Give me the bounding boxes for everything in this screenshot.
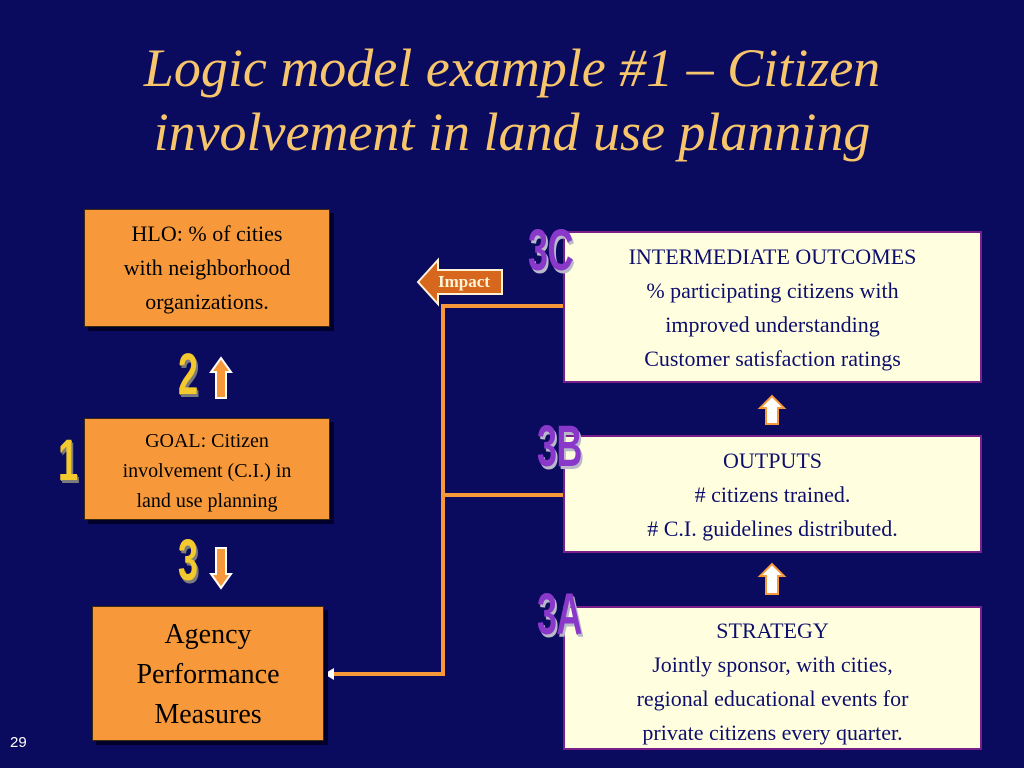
agency-box: Agency Performance Measures bbox=[92, 606, 324, 741]
intermediate-line: improved understanding bbox=[665, 312, 880, 337]
step-label-1: 1 bbox=[58, 428, 78, 493]
arrow-up-outputs-to-intermediate bbox=[757, 394, 787, 425]
arrow-up-strategy-to-outputs bbox=[757, 562, 787, 595]
page-number: 29 bbox=[10, 734, 27, 751]
strategy-box: STRATEGY Jointly sponsor, with cities, r… bbox=[563, 606, 982, 750]
strategy-line: private citizens every quarter. bbox=[642, 720, 903, 745]
agency-line: Measures bbox=[154, 699, 262, 730]
step-label-3a: 3A bbox=[537, 582, 582, 647]
goal-line: GOAL: Citizen bbox=[145, 430, 269, 452]
intermediate-line: Customer satisfaction ratings bbox=[644, 346, 901, 371]
strategy-line: regional educational events for bbox=[636, 686, 909, 711]
goal-line: involvement (C.I.) in bbox=[122, 460, 292, 482]
step-label-2: 2 bbox=[178, 342, 198, 407]
hlo-line: HLO: % of cities bbox=[131, 221, 283, 246]
outputs-line: OUTPUTS bbox=[722, 448, 822, 473]
impact-label: Impact bbox=[438, 272, 490, 291]
intermediate-line: INTERMEDIATE OUTCOMES bbox=[628, 244, 917, 269]
outputs-box: OUTPUTS # citizens trained. # C.I. guide… bbox=[563, 435, 982, 553]
strategy-line: Jointly sponsor, with cities, bbox=[652, 652, 893, 677]
arrow-down-goal-to-agency bbox=[209, 547, 233, 590]
title-line-1: Logic model example #1 – Citizen bbox=[143, 38, 881, 98]
agency-arrowhead bbox=[324, 668, 334, 680]
connector-main-path bbox=[334, 304, 564, 676]
goal-box: GOAL: Citizen involvement (C.I.) in land… bbox=[84, 418, 330, 520]
hlo-box: HLO: % of cities with neighborhood organ… bbox=[84, 209, 330, 327]
agency-line: Agency bbox=[164, 619, 252, 650]
step-label-3b: 3B bbox=[537, 414, 582, 479]
arrow-up-goal-to-hlo bbox=[209, 356, 233, 399]
goal-line: land use planning bbox=[136, 490, 278, 512]
step-label-3: 3 bbox=[178, 528, 198, 593]
strategy-line: STRATEGY bbox=[716, 618, 829, 643]
intermediate-outcomes-box: INTERMEDIATE OUTCOMES % participating ci… bbox=[563, 231, 982, 383]
hlo-line: with neighborhood bbox=[123, 255, 291, 280]
step-label-3c: 3C bbox=[528, 218, 573, 283]
outputs-line: # C.I. guidelines distributed. bbox=[647, 516, 898, 541]
title-line-2: involvement in land use planning bbox=[153, 102, 871, 162]
slide-title: Logic model example #1 – Citizen involve… bbox=[0, 36, 1024, 164]
impact-arrow-shape bbox=[416, 257, 503, 307]
intermediate-line: % participating citizens with bbox=[646, 278, 899, 303]
agency-line: Performance bbox=[136, 659, 280, 690]
hlo-line: organizations. bbox=[145, 289, 269, 314]
outputs-line: # citizens trained. bbox=[694, 482, 851, 507]
